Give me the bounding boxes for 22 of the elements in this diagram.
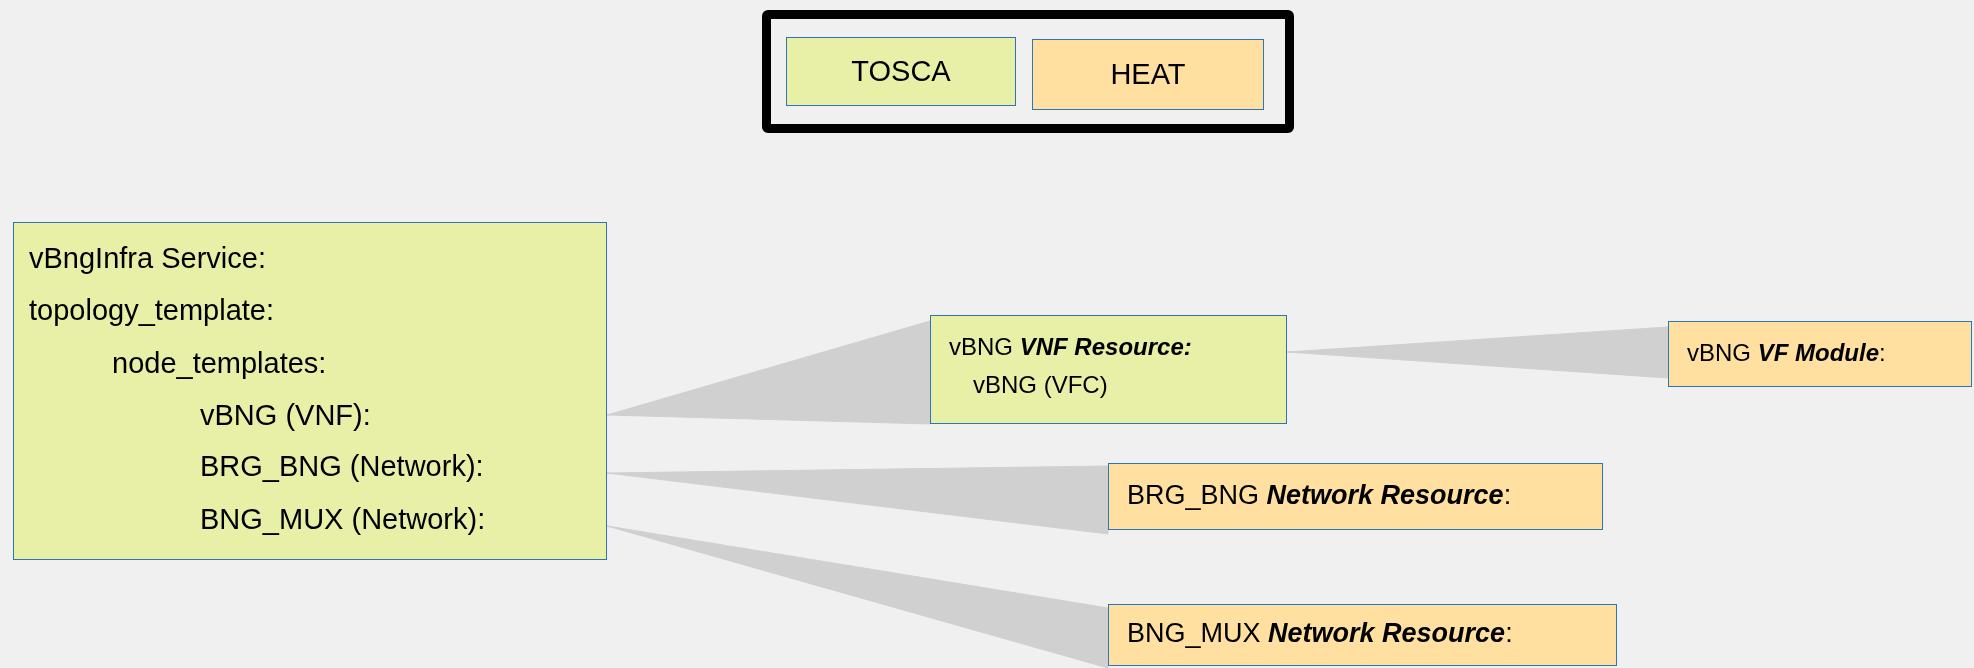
node-text: BNG_MUX (Network): [200, 504, 486, 536]
connector-wedge [606, 525, 1109, 668]
network-resource-box [1108, 463, 1603, 530]
connector-wedge [606, 465, 1109, 535]
node-text: vBNG VF Module: [1687, 340, 1886, 367]
service-template-box [13, 222, 607, 560]
node-text: BRG_BNG Network Resource: [1127, 481, 1512, 511]
vnf-resource-box [930, 315, 1287, 424]
node-text: vBNG (VFC) [973, 372, 1108, 399]
node-text: BRG_BNG (Network): [200, 451, 484, 483]
node-text: topology_template: [29, 295, 275, 327]
legend-label: HEAT [1110, 58, 1186, 91]
connector-wedge [1286, 326, 1669, 379]
node-text: BNG_MUX Network Resource: [1127, 619, 1513, 649]
connector-wedge [606, 320, 931, 425]
node-text: vBNG VNF Resource: [949, 334, 1192, 361]
network-resource-box [1108, 604, 1617, 666]
vf-module-box [1668, 321, 1972, 387]
node-text: vBNG (VNF): [200, 400, 371, 432]
legend-label: TOSCA [851, 55, 951, 88]
node-text: node_templates: [112, 348, 327, 380]
node-text: vBngInfra Service: [29, 243, 266, 275]
